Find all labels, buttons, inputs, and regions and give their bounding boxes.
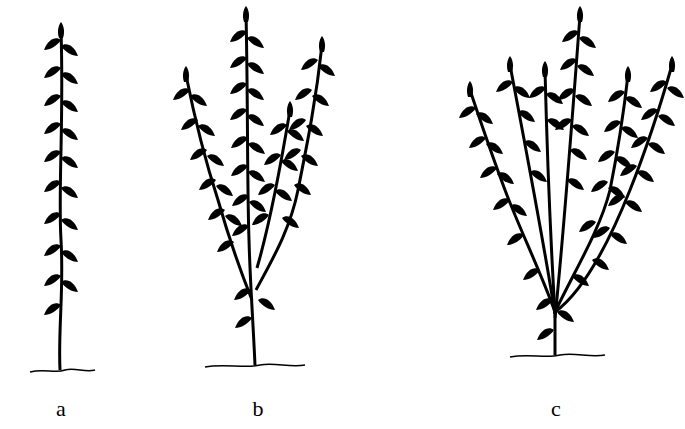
- figure-label: c: [551, 398, 561, 420]
- plant-a: [44, 22, 78, 370]
- plant-c: [459, 6, 684, 355]
- plant-b: [173, 6, 335, 365]
- figure-label: b: [253, 398, 264, 420]
- ground-lines: [30, 354, 605, 372]
- figure-label: a: [56, 398, 66, 420]
